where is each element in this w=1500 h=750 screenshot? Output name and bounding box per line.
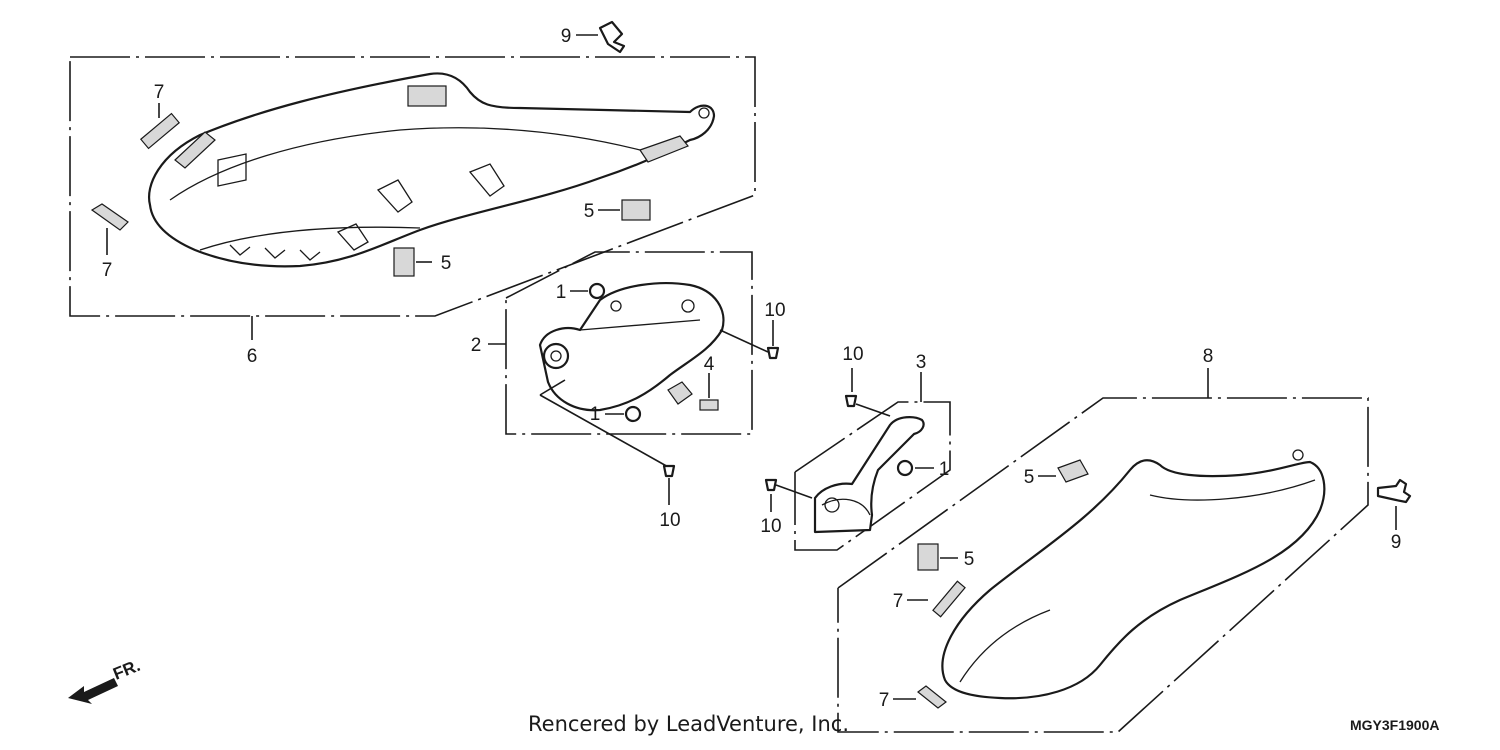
callout-7-lower: 7 (102, 260, 113, 281)
callout-2: 2 (471, 335, 482, 356)
direction-label: FR. (110, 656, 143, 684)
callout-1-a: 1 (556, 282, 567, 303)
drawing-code: MGY3F1900A (1350, 717, 1440, 733)
callout-5-d: 5 (964, 549, 975, 570)
callout-8: 8 (1203, 346, 1214, 367)
callout-1-b: 1 (590, 404, 601, 425)
callout-3: 3 (916, 352, 927, 373)
strip-7-d-part[interactable] (917, 685, 947, 709)
group-box-6 (69, 56, 756, 340)
clip-5-c-part[interactable] (1057, 459, 1089, 483)
screw-10-c-part[interactable] (844, 394, 858, 408)
callout-labels: 9 7 7 5 5 6 1 2 10 4 1 10 10 3 1 10 8 5 … (102, 26, 1402, 711)
credit-text: Rencered by LeadVenture, Inc. (528, 712, 849, 736)
callout-6: 6 (247, 346, 258, 367)
group-box-3 (794, 372, 951, 551)
callout-10-a: 10 (764, 300, 785, 321)
nut-1-lower-part[interactable] (624, 405, 642, 423)
side-cover-left-part[interactable] (148, 72, 716, 268)
bracket-part-3[interactable] (813, 416, 925, 534)
callout-10-b: 10 (659, 510, 680, 531)
strip-7-upper-part[interactable] (139, 112, 181, 150)
clip-5-d-part[interactable] (917, 543, 939, 571)
callout-7-upper: 7 (154, 82, 165, 103)
screw-10-b-part[interactable] (662, 464, 676, 478)
bracket-part-2[interactable] (538, 282, 725, 412)
nut-1-group3-part[interactable] (896, 459, 914, 477)
callout-10-c: 10 (842, 344, 863, 365)
callout-5-c: 5 (1024, 467, 1035, 488)
clip-5-b-part[interactable] (393, 247, 415, 277)
screw-10-d-part[interactable] (764, 478, 778, 492)
callout-9-top: 9 (561, 26, 572, 47)
nut-1-upper-part[interactable] (588, 282, 606, 300)
clip-9-right-part[interactable] (1376, 478, 1412, 504)
callout-5-a: 5 (584, 201, 595, 222)
clip-5-a-part[interactable] (621, 199, 651, 221)
group-box-2 (488, 251, 753, 435)
callout-7-d: 7 (879, 690, 890, 711)
group-box-8 (837, 368, 1369, 733)
callout-7-c: 7 (893, 591, 904, 612)
strip-7-c-part[interactable] (932, 580, 966, 618)
screw-10-a-part[interactable] (766, 346, 780, 360)
front-direction-arrow: FR. (68, 656, 143, 704)
strip-7-lower-part[interactable] (90, 203, 129, 231)
callout-4: 4 (704, 354, 715, 375)
callout-5-b: 5 (441, 253, 452, 274)
side-cover-right-part[interactable] (941, 449, 1326, 700)
pad-4-part[interactable] (699, 399, 719, 411)
callout-1-c: 1 (939, 459, 950, 480)
clip-9-top-part[interactable] (598, 20, 626, 54)
callout-10-d: 10 (760, 516, 781, 537)
callout-9-right: 9 (1391, 532, 1402, 553)
